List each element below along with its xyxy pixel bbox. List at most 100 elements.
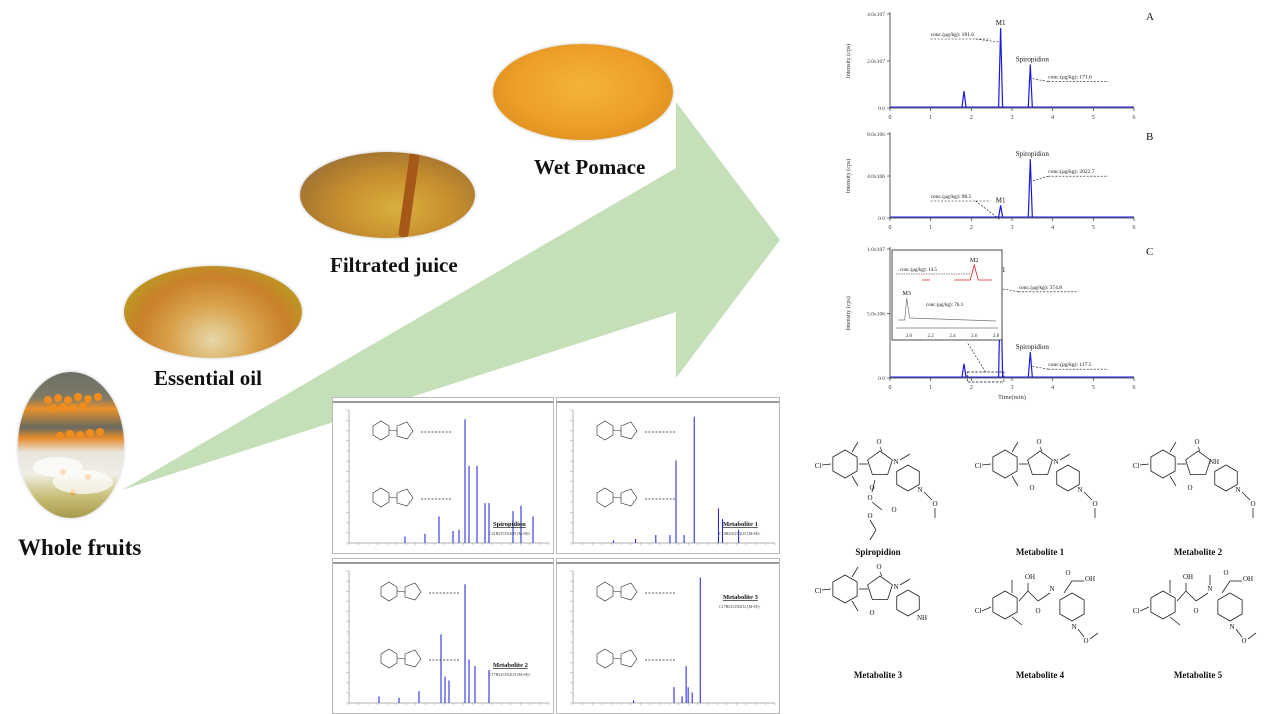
peak-label: Spiropidion xyxy=(1016,56,1050,64)
atom-label: O xyxy=(1092,500,1097,508)
atom-label: Cl xyxy=(975,607,982,615)
fragment-bond xyxy=(612,657,622,660)
fragment-pyrrolidine-ring xyxy=(404,649,422,668)
x-tick-label: 1 xyxy=(929,385,932,391)
structure-label-metabolite-5: Metabolite 5 xyxy=(1173,670,1223,680)
concentration-annotation: conc.(μg/kg): 181.6 xyxy=(931,31,975,38)
y-tick-label: 2.0x107 xyxy=(867,59,885,65)
bond xyxy=(899,453,911,461)
spectrum-formula: C17H21ClN2O2 [M+H]+ xyxy=(719,604,761,609)
atom-label: NH xyxy=(917,614,927,622)
x-tick-label: 2 xyxy=(970,225,973,231)
essential-oil-photo xyxy=(124,266,302,358)
atom-label: N xyxy=(917,486,922,494)
ring-bonds xyxy=(896,464,920,492)
atom-label: O xyxy=(1083,637,1088,645)
peak-label: Spiropidion xyxy=(1016,343,1050,351)
atom-label: O xyxy=(1193,607,1198,615)
inset-x-tick-label: 2.2 xyxy=(928,334,935,339)
fragment-bond xyxy=(612,496,622,499)
x-tick-label: 4 xyxy=(1051,385,1054,391)
bond xyxy=(871,501,883,511)
fragment-benzene-ring xyxy=(380,648,398,669)
x-tick-label: 5 xyxy=(1092,115,1095,121)
peak xyxy=(998,205,1004,218)
bond xyxy=(1221,580,1231,594)
fragment-pyrrolidine-ring xyxy=(620,582,638,601)
bond xyxy=(1027,590,1039,602)
ms-spectrum-metabolite-3: Metabolite 3 C17H21ClN2O2 [M+H]+ xyxy=(556,558,780,714)
inset-peak-label: M2 xyxy=(970,258,978,264)
y-tick-label: 4.0x106 xyxy=(867,174,885,180)
annotation-arrow xyxy=(975,38,1000,43)
bond xyxy=(851,441,859,453)
ring-bonds xyxy=(867,575,893,600)
ring-bonds xyxy=(1150,590,1176,620)
label-wet-pomace: Wet Pomace xyxy=(513,155,666,199)
bond xyxy=(851,600,859,612)
atom-label: N xyxy=(1049,585,1054,593)
atom-label: O xyxy=(867,494,872,502)
bond xyxy=(1139,606,1150,612)
fragment-pyrrolidine-ring xyxy=(620,488,638,507)
atom-label: O xyxy=(1194,438,1199,446)
bond xyxy=(1063,580,1073,594)
x-tick-label: 0 xyxy=(889,385,892,391)
x-tick-label: 3 xyxy=(1011,225,1014,231)
fragment-benzene-ring xyxy=(372,487,390,508)
bond xyxy=(869,529,877,541)
bond xyxy=(1083,491,1093,501)
peak-label: Spiropidion xyxy=(1016,150,1050,158)
peak xyxy=(1027,159,1033,218)
bond xyxy=(1011,616,1023,626)
annotation-arrow xyxy=(1031,365,1049,370)
panel-letter: C xyxy=(1146,246,1153,258)
x-tick-label: 6 xyxy=(1133,225,1136,231)
concentration-annotation: conc.(μg/kg): 2022.7 xyxy=(1048,168,1094,175)
inset-annotation: conc.(μg/kg): 76.3 xyxy=(926,303,963,308)
atom-label: O xyxy=(1035,607,1040,615)
atom-label: O xyxy=(932,500,937,508)
structure-label-spiropidion: Spiropidion xyxy=(855,547,901,557)
ring-bonds xyxy=(832,449,858,479)
bond xyxy=(1011,475,1019,487)
y-tick-label: 5.0x106 xyxy=(867,312,885,318)
bond xyxy=(1011,441,1019,453)
peak xyxy=(961,363,967,378)
atom-label: O xyxy=(1241,637,1246,645)
bond xyxy=(1247,632,1257,640)
bond xyxy=(1241,491,1251,501)
bond xyxy=(1169,441,1177,453)
atom-label: O xyxy=(867,512,872,520)
spectrum-formula: C17H21ClN2O3 [M+H]+ xyxy=(489,672,531,677)
spectrum-compound-name: Spiropidion xyxy=(493,521,526,528)
concentration-annotation: conc.(μg/kg): 374.8 xyxy=(1019,284,1063,291)
fragment-benzene-ring xyxy=(596,581,614,602)
atom-label: O xyxy=(869,484,874,492)
bond xyxy=(1077,628,1085,638)
bond xyxy=(871,479,876,493)
y-tick-label: 1.0x107 xyxy=(867,247,885,253)
atom-label: N xyxy=(1229,623,1234,631)
bond xyxy=(1018,590,1029,602)
atom-label: Cl xyxy=(1133,462,1140,470)
peak xyxy=(998,28,1004,108)
atom-label: N xyxy=(1053,458,1058,466)
bond xyxy=(1039,446,1043,452)
x-tick-label: 1 xyxy=(929,225,932,231)
spectrum-compound-name: Metabolite 3 xyxy=(723,594,759,601)
ring-bonds xyxy=(992,590,1018,620)
bond xyxy=(981,463,992,466)
structure-label-metabolite-1: Metabolite 1 xyxy=(1015,547,1065,557)
peak xyxy=(1027,64,1033,108)
spectrum-formula: C18H23ClN2O3 [M+H]+ xyxy=(719,531,761,536)
fragment-benzene-ring xyxy=(372,420,390,441)
